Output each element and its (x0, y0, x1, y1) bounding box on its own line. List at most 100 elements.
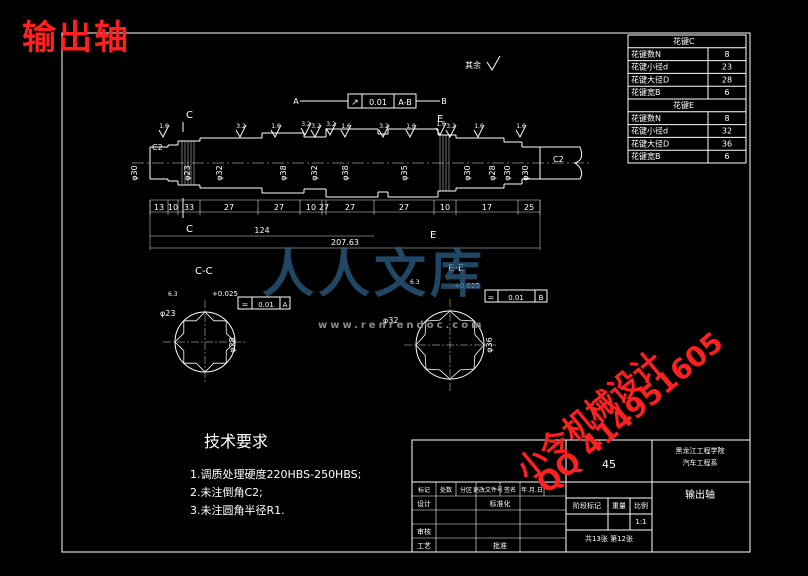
section-cc-frame-symbol: = (242, 300, 249, 309)
section-mark: E (430, 230, 436, 241)
roughness-value: 3.2 (446, 123, 456, 130)
roughness-value: 1.6 (436, 121, 446, 128)
diameter-label: φ35 (400, 165, 409, 180)
section-cc-label: C-C (195, 266, 213, 277)
spline-table-value: 6 (724, 88, 729, 97)
diameter-label: φ30 (521, 165, 530, 180)
tb-scale-label: 比例 (634, 501, 648, 510)
roughness-icon (405, 124, 417, 139)
spline-table-value: 6 (724, 152, 729, 161)
segment-dim: 27 (224, 203, 234, 212)
roughness-value: 3.2 (379, 123, 389, 130)
roughness-value: 3.2 (326, 121, 336, 128)
tb-design: 设计 (417, 499, 431, 508)
section-cc-dia2: φ28 (228, 337, 237, 352)
datum-a: A (293, 97, 299, 106)
roughness-icon (270, 124, 282, 139)
spline-table-param: 花键大径D (631, 74, 669, 84)
rest-label: 其余 (465, 60, 481, 70)
tb-mark-col: 标记 (418, 486, 430, 494)
section-ee-label: E-E (448, 263, 464, 274)
spline-table-value: 36 (722, 139, 732, 148)
roughness-value: 3.2 (236, 123, 246, 130)
rest-roughness-icon (486, 55, 501, 71)
segment-dim: 25 (524, 203, 534, 212)
tb-weight: 重量 (612, 502, 626, 510)
spline-table-param: 花键小径d (631, 62, 668, 72)
spline-table-value: 32 (722, 127, 732, 136)
roughness-icon (235, 124, 247, 139)
segment-dim: 27 (345, 203, 355, 212)
tb-mark-col: 更改文件号 (473, 486, 503, 494)
section-ee-tol: +0.025 (454, 282, 480, 290)
tb-approve: 批准 (493, 541, 507, 550)
section-cc-rough: 6.3 (168, 291, 178, 298)
roughness-icon (435, 122, 447, 137)
roughness-icon (515, 124, 527, 139)
tech-item-1: 1.调质处理硬度220HBS-250HBS; (190, 468, 362, 481)
section-mark: E (437, 114, 443, 125)
section-ee-dia2: φ36 (485, 337, 494, 352)
roughness-value: 1.6 (474, 123, 484, 130)
roughness-icon (340, 124, 352, 139)
spline-table-value: 23 (722, 63, 732, 72)
section-ee-rough: 6.3 (410, 279, 420, 286)
roughness-icon (310, 124, 322, 139)
tb-dept: 汽车工程系 (683, 458, 718, 467)
chamfer-label: C2 (152, 143, 163, 152)
datum-b: B (441, 97, 447, 106)
segment-dim: 10 (306, 203, 316, 212)
section-cc-dia: φ23 (160, 309, 175, 318)
tech-item-3: 3.未注圆角半径R1. (190, 504, 285, 517)
spline-table-param: 花键数N (631, 113, 661, 123)
tolerance-datum: A-B (398, 98, 411, 107)
total-dim-124: 124 (254, 226, 269, 235)
total-dim-207: 207.63 (331, 238, 359, 247)
spline-table-value: 8 (724, 114, 729, 123)
roughness-value: 1.6 (341, 123, 351, 130)
shaft-break (540, 146, 583, 180)
section-mark: C (186, 224, 193, 235)
diameter-label: φ30 (130, 165, 139, 180)
roughness-value: 3.2 (311, 123, 321, 130)
section-ee-frame (484, 289, 548, 303)
tb-standard: 标准化 (490, 499, 511, 508)
segment-dim: 27 (319, 203, 329, 212)
roughness-icon (473, 124, 485, 139)
section-cc-frame (237, 296, 291, 310)
roughness-icon (325, 122, 337, 137)
title-watermark: 输出轴 (22, 18, 130, 58)
tb-mark-col: 分区 (460, 486, 472, 494)
section-ee-frame-value: 0.01 (508, 294, 524, 302)
watermark-url: www.renrendoc.com (318, 320, 485, 331)
segment-dim: 17 (482, 203, 492, 212)
section-cc-frame-datum: A (283, 301, 288, 309)
spline-table-param: 花键宽B (631, 151, 661, 161)
segment-dim: 10 (440, 203, 450, 212)
diameter-label: φ23 (183, 165, 192, 180)
spline-table-param: 花键小径d (631, 126, 668, 136)
chamfer-label: C2 (553, 155, 564, 164)
diameter-label: φ32 (215, 165, 224, 180)
section-ee-frame-datum: B (539, 294, 544, 302)
section-ee-dia: φ32 (383, 316, 398, 325)
diameter-label: φ28 (488, 165, 497, 180)
roughness-value: 1.6 (406, 123, 416, 130)
diameter-label: φ38 (341, 165, 350, 180)
spline-table-param: 花键大径D (631, 138, 669, 148)
diameter-label: φ32 (310, 165, 319, 180)
tolerance-value: 0.01 (369, 98, 387, 107)
roughness-value: 1.6 (159, 123, 169, 130)
diameter-label: φ30 (463, 165, 472, 180)
tolerance-symbol: ↗ (351, 98, 359, 108)
tech-item-2: 2.未注倒角C2; (190, 486, 263, 499)
tb-sheets: 共13张 第12张 (585, 534, 633, 543)
tb-school: 黑龙江工程学院 (676, 446, 725, 455)
segment-dim: 27 (274, 203, 284, 212)
spline-table-title: 花键C (673, 36, 695, 46)
tb-review: 审核 (417, 527, 431, 536)
segment-dim: 33 (184, 203, 194, 212)
tb-mark-col: 签名 (504, 486, 516, 494)
section-ee-frame-symbol: = (488, 293, 495, 302)
section-cc-frame-value: 0.01 (258, 301, 274, 309)
